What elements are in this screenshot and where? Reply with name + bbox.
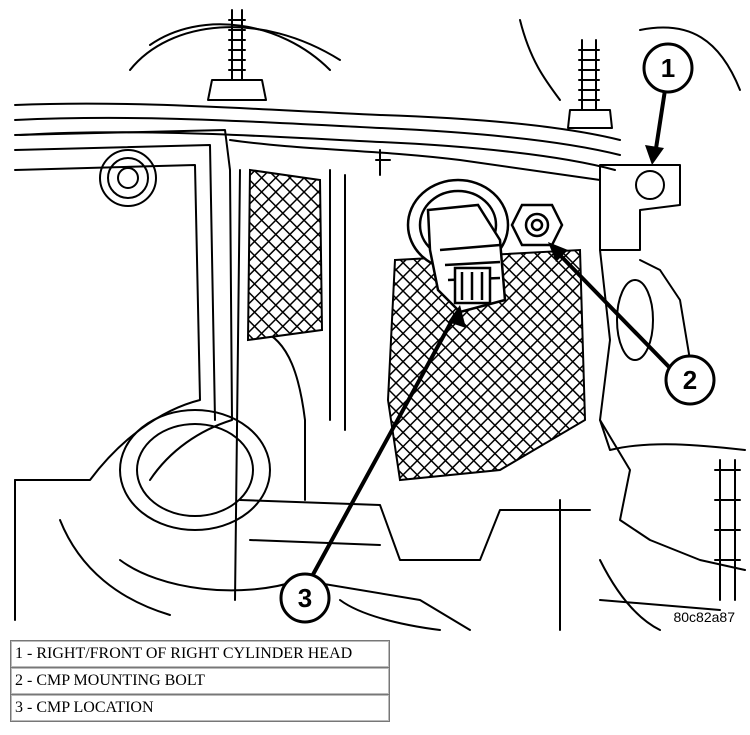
legend-row: 3 - CMP LOCATION (10, 694, 390, 722)
callout-1: 1 (642, 42, 694, 94)
legend-row: 1 - RIGHT/FRONT OF RIGHT CYLINDER HEAD (10, 640, 390, 668)
engine-diagram: 1 2 3 80c82a87 (14, 9, 746, 631)
callout-2: 2 (664, 354, 716, 406)
legend-row: 2 - CMP MOUNTING BOLT (10, 667, 390, 695)
mesh-area-left (246, 168, 324, 342)
cmp-sensor (406, 178, 510, 314)
callout-1-label: 1 (661, 53, 675, 83)
callout-2-label: 2 (683, 365, 697, 395)
leader-arrowheads (448, 145, 664, 328)
legend-item-3: 3 - CMP LOCATION (10, 694, 390, 722)
callout-3: 3 (279, 572, 331, 624)
legend-item-2: 2 - CMP MOUNTING BOLT (10, 667, 390, 695)
engine-linework (14, 9, 746, 631)
legend-table: 1 - RIGHT/FRONT OF RIGHT CYLINDER HEAD 2… (10, 640, 390, 722)
figure-code: 80c82a87 (673, 609, 735, 625)
cmp-mounting-bolt (510, 203, 564, 247)
callout-3-label: 3 (298, 583, 312, 613)
leader-lines (308, 88, 674, 582)
mesh-area-center (386, 248, 587, 482)
legend-item-1: 1 - RIGHT/FRONT OF RIGHT CYLINDER HEAD (10, 640, 390, 668)
